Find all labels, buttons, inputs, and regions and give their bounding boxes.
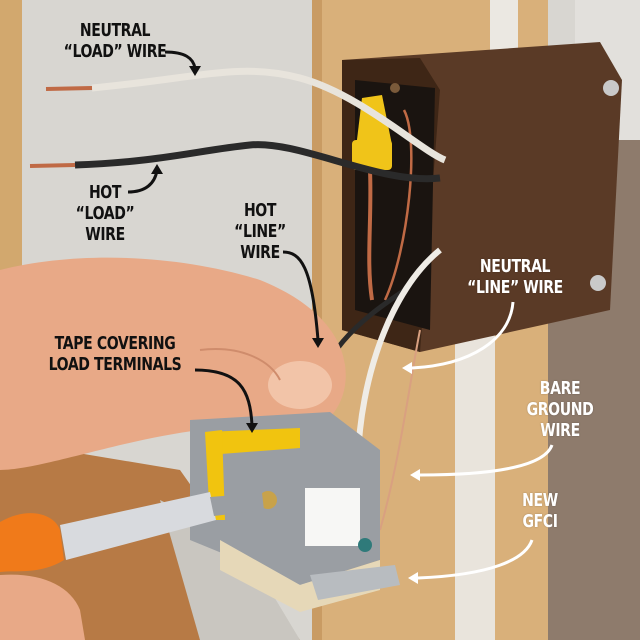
arrow-bare-ground: [419, 444, 554, 477]
label-line: “LINE” WIRE: [467, 277, 563, 298]
label-line: GROUND: [526, 399, 594, 420]
arrow-neutral-load: [164, 50, 197, 69]
white-cable-top: [490, 0, 518, 50]
label-line: WIRE: [240, 242, 280, 263]
hot-load-wire: [74, 141, 441, 183]
label-hot-line-wire: HOT “LINE” WIRE: [225, 200, 295, 263]
arrow-tape: [194, 368, 254, 426]
label-line: “LOAD” WIRE: [63, 41, 167, 62]
gfci-label-sticker: [305, 488, 360, 546]
label-line: NEUTRAL: [79, 20, 151, 41]
neutral-line-wire: [355, 247, 442, 461]
yellow-tape: [205, 428, 300, 455]
label-neutral-load-wire: NEUTRAL “LOAD” WIRE: [57, 20, 174, 62]
label-line: “LOAD”: [75, 203, 135, 224]
arrow-new-gfci: [417, 539, 534, 580]
white-cable-down: [455, 300, 495, 640]
neutral-load-wire: [91, 67, 447, 164]
label-neutral-line-wire: NEUTRAL “LINE” WIRE: [464, 256, 565, 298]
arrow-neutral-line: [411, 301, 515, 370]
mounting-strap: [310, 565, 400, 600]
label-line: NEW: [522, 490, 558, 511]
label-new-gfci: NEW GFCI: [509, 490, 571, 532]
label-line: WIRE: [85, 224, 125, 245]
label-line: HOT: [243, 200, 277, 221]
label-tape-covering-load-terminals: TAPE COVERING LOAD TERMINALS: [41, 333, 189, 375]
label-line: BARE: [539, 378, 581, 399]
screwdriver-shaft: [60, 492, 216, 560]
label-line: WIRE: [540, 420, 580, 441]
white-pointer-arrows: [411, 301, 554, 580]
thumb-nail: [268, 361, 332, 409]
label-line: LOAD TERMINALS: [48, 354, 182, 375]
terminal-screw: [259, 491, 277, 509]
ground-screw: [358, 538, 372, 552]
label-line: NEUTRAL: [479, 256, 551, 277]
label-line: GFCI: [522, 511, 558, 532]
label-hot-load-wire: HOT “LOAD” WIRE: [70, 182, 140, 245]
arrow-hot-line: [282, 250, 320, 341]
box-rivet-bottom: [590, 275, 606, 291]
box-rivet-top: [603, 80, 619, 96]
label-bare-ground-wire: BARE GROUND WIRE: [525, 378, 595, 441]
label-line: HOT: [88, 182, 122, 203]
bare-ground-wire: [379, 329, 421, 531]
label-line: TAPE COVERING: [54, 333, 176, 354]
screwdriver-handle: [0, 513, 64, 572]
label-line: “LINE”: [234, 221, 286, 242]
